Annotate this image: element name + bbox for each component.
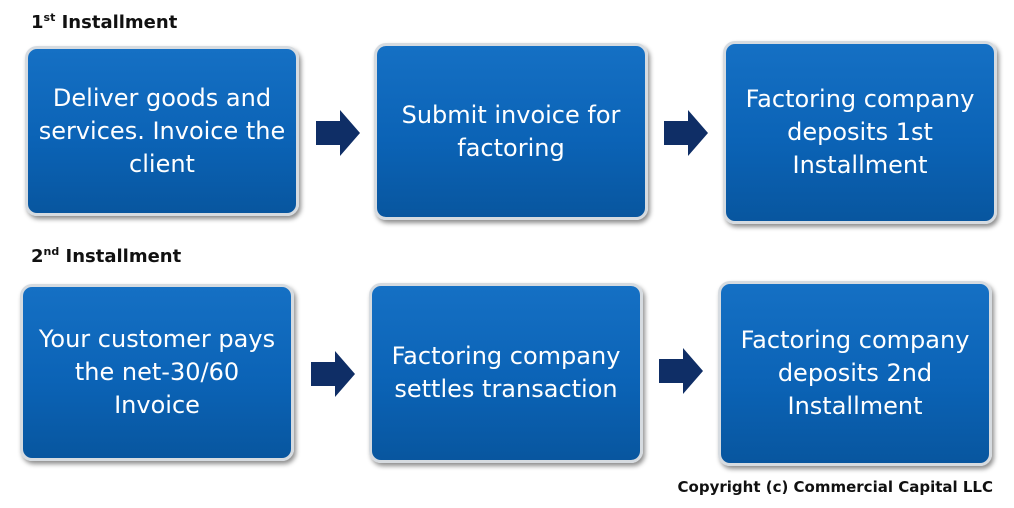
- section-title-suffix: st: [43, 11, 56, 24]
- section-title-text: Installment: [55, 12, 178, 33]
- step-label: Your customer pays the net-30/60 Invoice: [38, 325, 276, 419]
- arrow-right-icon: [311, 351, 355, 397]
- step-settle-transaction: Factoring company settles transaction: [369, 283, 643, 463]
- copyright-notice: Copyright (c) Commercial Capital LLC: [677, 478, 993, 496]
- step-submit-invoice: Submit invoice for factoring: [374, 43, 648, 220]
- step-label: Deliver goods and services. Invoice the …: [38, 83, 286, 178]
- step-deliver-goods: Deliver goods and services. Invoice the …: [25, 46, 299, 216]
- section-title-text: Installment: [59, 246, 182, 267]
- section-title-second-installment: 2nd Installment: [31, 245, 182, 267]
- arrow-right-icon: [316, 110, 360, 156]
- step-deposit-first-installment: Factoring company deposits 1st Installme…: [723, 41, 997, 224]
- arrow-right-icon: [664, 110, 708, 156]
- step-label: Factoring company deposits 1st Installme…: [745, 85, 975, 179]
- step-customer-pays: Your customer pays the net-30/60 Invoice: [20, 284, 294, 461]
- section-title-number: 1: [31, 12, 44, 33]
- step-label: Submit invoice for factoring: [401, 100, 621, 162]
- step-deposit-second-installment: Factoring company deposits 2nd Installme…: [718, 281, 992, 466]
- section-title-first-installment: 1st Installment: [31, 11, 178, 33]
- arrow-right-icon: [659, 348, 703, 394]
- step-label: Factoring company settles transaction: [391, 342, 621, 403]
- step-label: Factoring company deposits 2nd Installme…: [740, 326, 970, 420]
- section-title-number: 2: [31, 246, 44, 267]
- section-title-suffix: nd: [43, 245, 60, 258]
